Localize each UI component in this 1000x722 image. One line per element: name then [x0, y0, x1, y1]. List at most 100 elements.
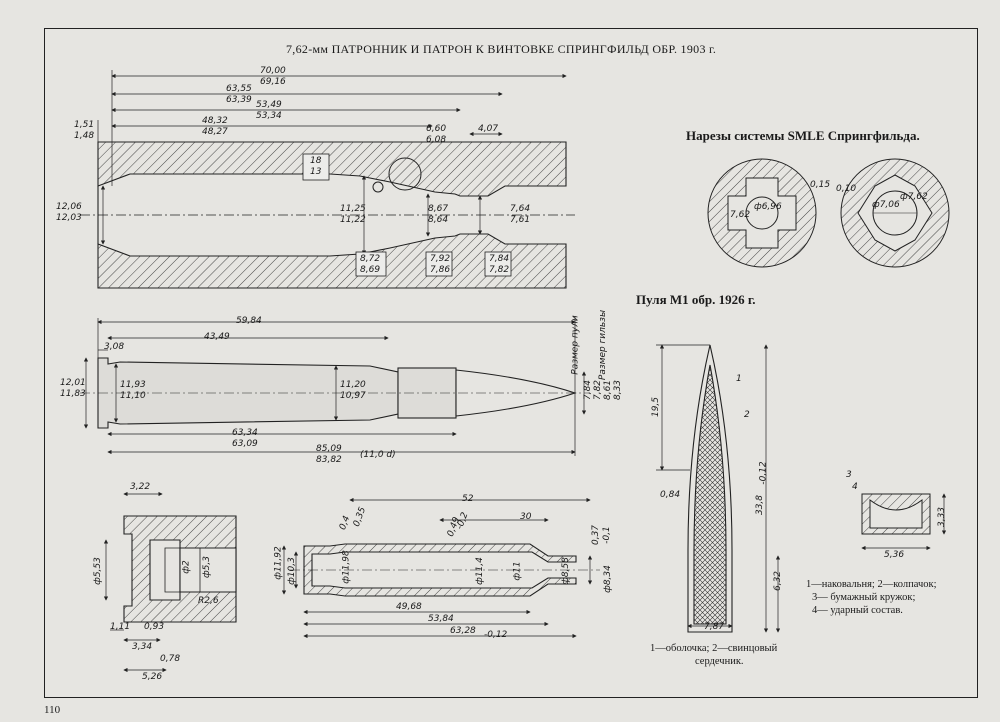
dim-label: ф11,92	[273, 546, 284, 580]
dim-label: 7,61	[510, 215, 531, 225]
dim-label: 1,11	[110, 622, 131, 632]
dim-label: 8,61	[603, 379, 614, 401]
size-label-case: Размер гильзы	[598, 309, 609, 381]
callout-label: 1	[736, 374, 742, 384]
dim-label: 63,55	[226, 84, 252, 94]
dim-label: ф5,53	[92, 557, 103, 585]
primer-legend-line-2: 3— бумажный кружок;	[812, 592, 916, 603]
dim-label: -0,12	[758, 461, 769, 485]
dim-label: 11,10	[120, 391, 146, 401]
dim-label: 11,22	[340, 215, 366, 225]
dim-label: 8,64	[428, 215, 449, 225]
dim-label: 7,87	[704, 622, 725, 632]
dim-label: 11,93	[120, 380, 146, 390]
dim-label: ф7,06	[872, 200, 900, 210]
dim-label: 0,37	[591, 524, 602, 546]
callout-label: 4	[852, 482, 858, 492]
cartridge-dimension-lines	[83, 316, 587, 456]
page-number: 110	[44, 704, 61, 716]
dim-label: ф7,62	[900, 192, 928, 202]
dim-label: R2,6	[198, 596, 219, 606]
dim-label: 8,69	[360, 265, 381, 275]
dim-label: 7,84	[583, 379, 594, 401]
case-dimension-lines	[281, 497, 593, 639]
dim-label: 7,86	[430, 265, 451, 275]
dim-label: 11,20	[340, 380, 366, 390]
dim-label: 0,15	[810, 180, 831, 190]
primer-legend-line-3: 4— ударный состав.	[812, 605, 903, 616]
dim-label: 53,49	[256, 100, 282, 110]
dim-label: -0,1	[601, 526, 612, 544]
dim-label: 53,34	[256, 111, 282, 121]
dim-label: 1,48	[74, 131, 95, 141]
bullet-m1-view	[687, 344, 733, 633]
dim-label: 10,97	[340, 391, 366, 401]
dim-label: (11,0 d)	[360, 450, 396, 460]
dim-label: 7,92	[430, 254, 451, 264]
rifling-section-right	[840, 158, 950, 268]
dim-label: 0,78	[160, 654, 181, 664]
dim-label: 7,84	[489, 254, 510, 264]
dim-label: 8,67	[428, 204, 449, 214]
dim-label: 59,84	[236, 316, 262, 326]
dim-label: 3,33	[937, 506, 948, 528]
dim-label: 63,34	[232, 428, 258, 438]
dim-label: 7,62	[730, 210, 751, 220]
dim-label: 6,32	[773, 570, 784, 592]
dim-label: 48,27	[202, 127, 228, 137]
dim-label: 30	[520, 512, 532, 522]
dim-label: 4,07	[478, 124, 499, 134]
dim-label: 11,25	[340, 204, 366, 214]
dim-label: 8,33	[613, 379, 624, 401]
dim-label: 5,26	[142, 672, 163, 682]
dim-label: 33,8	[755, 494, 766, 516]
dim-label: 3,34	[132, 642, 153, 652]
dim-label: 11,83	[60, 389, 86, 399]
dim-label: ф6,96	[754, 202, 782, 212]
case-section	[290, 543, 600, 597]
dim-label: 19,5	[651, 396, 662, 418]
case-base-dimension-lines	[103, 491, 167, 673]
dim-label: 1,51	[74, 120, 95, 130]
primer-section	[861, 493, 947, 551]
rifling-section-left	[707, 158, 817, 268]
case-base-section	[123, 515, 237, 623]
dim-label: -0,12	[484, 630, 508, 640]
dim-label: 12,03	[56, 213, 82, 223]
callout-label: 2	[744, 410, 750, 420]
dim-label: 5,36	[884, 550, 905, 560]
dim-label: ф8,34	[602, 565, 613, 593]
dim-label: 3,22	[130, 482, 151, 492]
dim-label: 69,16	[260, 77, 286, 87]
dim-label: 52	[462, 494, 474, 504]
size-label-bullet: Размер пули	[570, 315, 581, 375]
callout-label: 3	[846, 470, 852, 480]
dim-label: ф2	[181, 560, 192, 574]
dim-label: 63,28	[450, 626, 476, 636]
dim-label: 12,01	[60, 378, 86, 388]
dim-label: 7,82	[593, 379, 604, 401]
dim-label: 18	[310, 156, 322, 166]
dim-label: 53,84	[428, 614, 454, 624]
bullet-dimension-lines	[656, 344, 781, 633]
sheet-frame	[44, 28, 978, 698]
dim-label: 7,64	[510, 204, 531, 214]
primer-legend-line-1: 1—наковальня; 2—колпачок;	[806, 579, 937, 590]
dim-label: 49,68	[396, 602, 422, 612]
dim-label: 83,82	[316, 455, 342, 465]
dim-label: 3,08	[104, 342, 125, 352]
rifling-title: Нарезы системы SMLE Спрингфильда.	[686, 128, 920, 143]
dim-label: 6,60	[426, 124, 447, 134]
dim-label: 43,49	[204, 332, 230, 342]
dim-label: ф5,3	[202, 555, 213, 579]
bullet-title: Пуля М1 обр. 1926 г.	[636, 292, 756, 307]
dim-label: ф11,98	[341, 550, 352, 584]
dim-label: 0,84	[660, 490, 681, 500]
dim-label: ф10,3	[286, 557, 297, 585]
cartridge-view	[80, 357, 590, 429]
chamber-dimension-boxes	[302, 153, 512, 277]
dim-label: ф8,58	[560, 557, 571, 585]
dim-label: 7,82	[489, 265, 510, 275]
